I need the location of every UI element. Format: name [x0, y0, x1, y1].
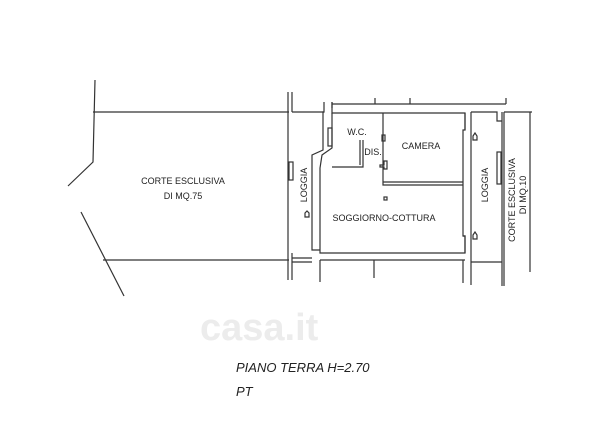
walls [67, 79, 532, 297]
loggia-left-label: LOGGIA [299, 168, 309, 203]
corte-right-label-2: DI MQ.10 [518, 176, 528, 215]
room-labels: CORTE ESCLUSIVA DI MQ.75 LOGGIA W.C. DIS… [141, 127, 528, 242]
soggiorno-label: SOGGIORNO-COTTURA [333, 213, 436, 223]
dis-label: DIS. [364, 147, 382, 157]
corte-left-label-1: CORTE ESCLUSIVA [141, 176, 225, 186]
loggia-right-label: LOGGIA [480, 168, 490, 203]
watermark: casa.it [200, 307, 319, 349]
corte-right-label-1: CORTE ESCLUSIVA [507, 158, 517, 242]
camera-label: CAMERA [402, 141, 441, 151]
plan-caption-code: PT [236, 384, 254, 399]
plan-caption-level: PIANO TERRA H=2.70 [236, 360, 370, 375]
wc-label: W.C. [347, 127, 367, 137]
corte-left-label-2: DI MQ.75 [164, 191, 203, 201]
